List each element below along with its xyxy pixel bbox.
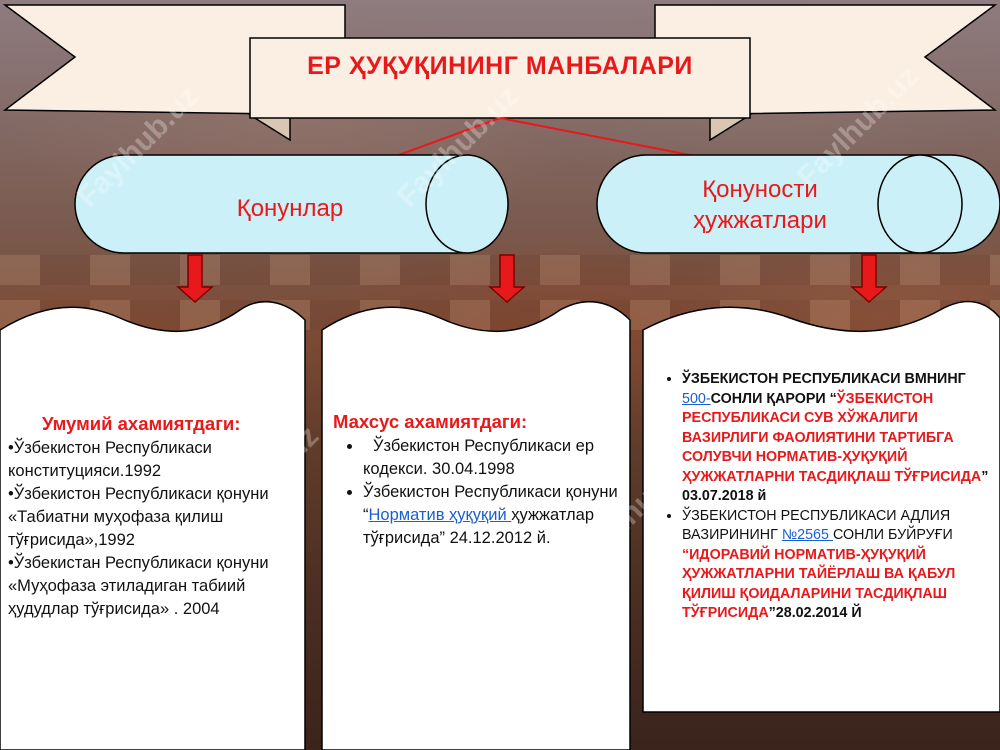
arrow-down-3 (850, 254, 888, 304)
arrow-down-2 (488, 254, 526, 304)
page-title: ЕР ҲУҚУҚИНИНГ МАНБАЛАРИ (307, 52, 693, 80)
oval-label-qonunlar: Қонунлар (236, 195, 344, 222)
connector-right (499, 117, 701, 158)
panel-heading: Махсус ахамиятдаги: (333, 411, 528, 432)
arrow-down-1 (176, 254, 214, 304)
link-500[interactable]: 500- (682, 390, 711, 407)
oval-label-line1: Қонуности (702, 176, 818, 203)
oval-qonunlar-end (425, 154, 509, 254)
oval-qonunosti-end (877, 154, 963, 254)
rock-ridge (0, 300, 1000, 330)
list-item: ЎЗБЕКИСТОН РЕСПУБЛИКАСИ ВМНИНГ 500-СОНЛИ… (682, 370, 990, 507)
title-banner (249, 37, 751, 119)
oval-label-line2: ҳужжатлари (693, 207, 827, 234)
list-item: •Ўзбекистон Республикаси қонуни «Табиатн… (8, 485, 269, 549)
link-2565[interactable]: №2565 (781, 527, 833, 543)
oval-label-qonunosti: Қонуности ҳужжатлари (650, 174, 870, 236)
list-item: ЎЗБЕКИСТОН РЕСПУБЛИКАСИ АДЛИЯ ВАЗИРИНИНГ… (682, 507, 990, 624)
panel-umumiy-text: Умумий ахамиятдаги: •Ўзбекистон Республи… (8, 412, 300, 621)
panel-maxsus-text: Махсус ахамиятдаги: Ўзбекистон Республик… (333, 410, 623, 550)
list-item: Ўзбекистон Республикаси қонуни “Норматив… (363, 481, 623, 550)
connector-left (384, 117, 501, 161)
panel-heading: Умумий ахамиятдаги: (42, 413, 241, 434)
link-normativ[interactable]: Норматив ҳуқуқий (368, 506, 512, 524)
panel-maxsus (321, 300, 631, 750)
list-item: •Ўзбекистан Республикаси қонуни «Муҳофаз… (8, 554, 269, 618)
list-item: •Ўзбекистон Республикаси конституцияси.1… (8, 439, 212, 480)
list-item: Ўзбекистон Республикаси ер кодекси. 30.0… (363, 435, 623, 481)
panel-umumiy (0, 301, 306, 750)
panel-qonunosti-text: ЎЗБЕКИСТОН РЕСПУБЛИКАСИ ВМНИНГ 500-СОНЛИ… (648, 370, 990, 624)
panel-qonunosti (642, 300, 1000, 713)
